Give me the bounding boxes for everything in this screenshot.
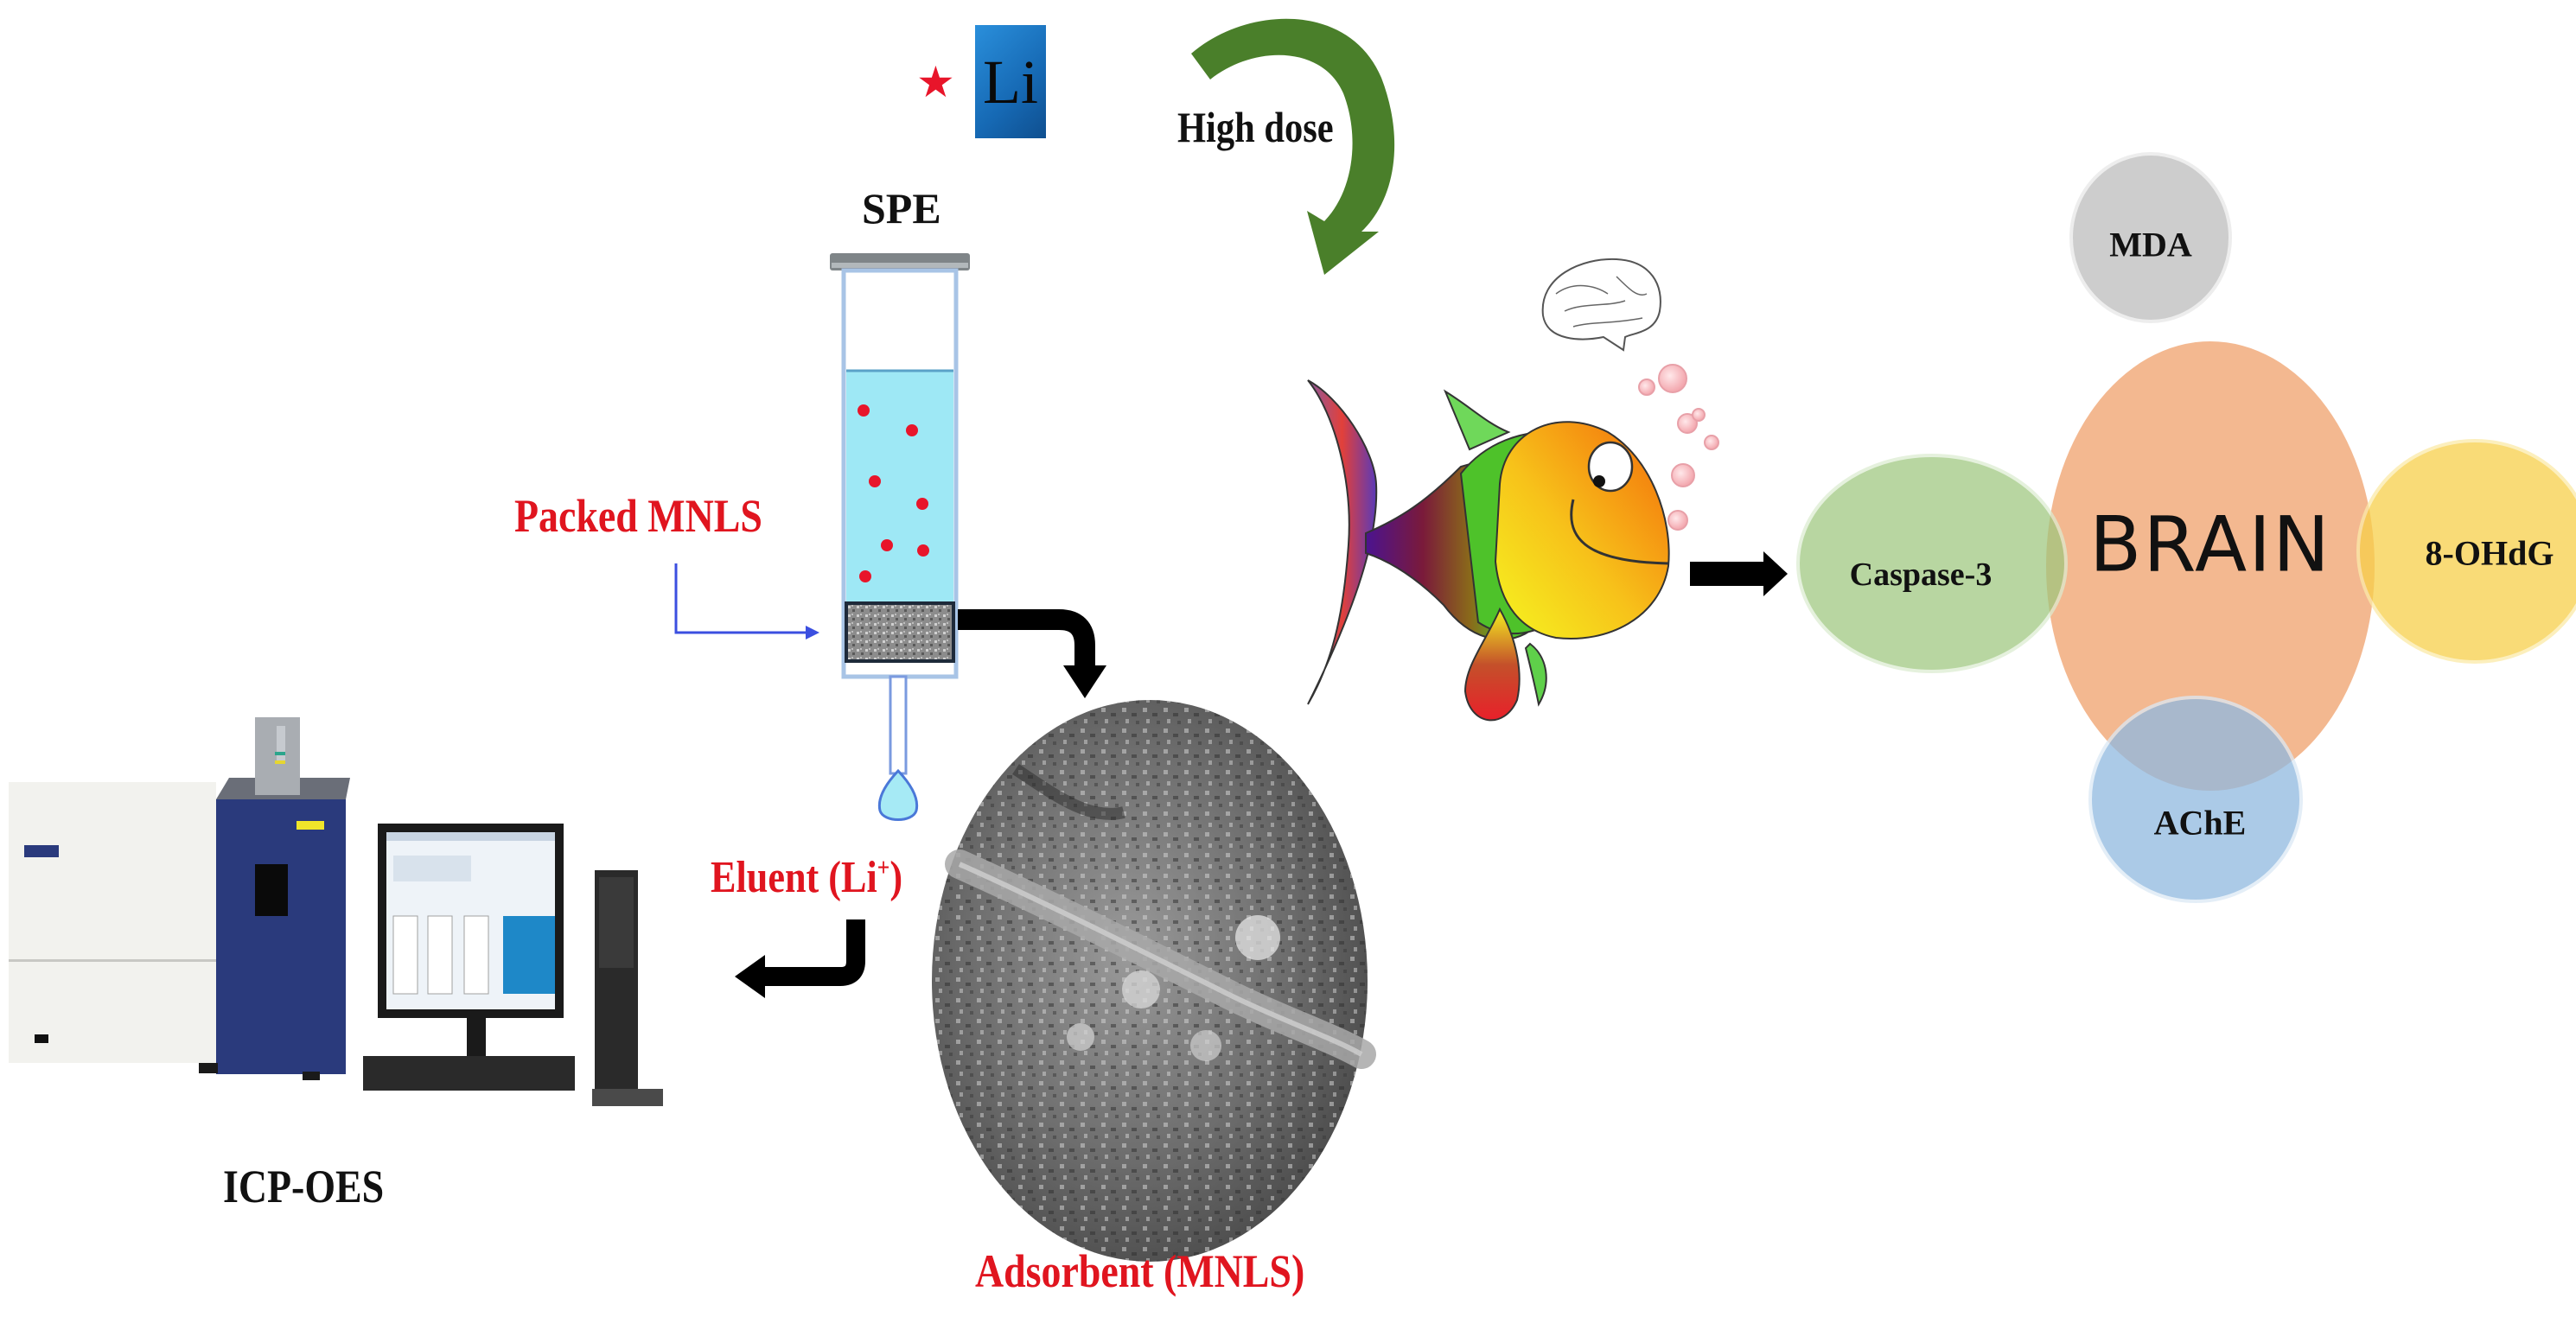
- li-dot: [858, 404, 870, 417]
- ache-ellipse: [2088, 696, 2303, 903]
- brain-center-label: BRAIN: [2089, 499, 2331, 589]
- biomarker-diagram: [1796, 152, 2576, 903]
- fish-icon: [1307, 379, 1670, 722]
- eluent-label-superscript: +: [877, 853, 890, 882]
- li-dot: [881, 539, 893, 551]
- eluent-arrow-icon: [735, 919, 865, 998]
- spe-title: SPE: [862, 184, 941, 232]
- icp-oes-instrument-icon: [9, 717, 350, 1080]
- high-dose-label: High dose: [1177, 103, 1334, 151]
- adsorbent-label: Adsorbent (MNLS): [975, 1245, 1305, 1297]
- high-dose-arrow-icon: [1191, 18, 1395, 275]
- mda-ellipse: [2069, 152, 2232, 323]
- mda-label: MDA: [2109, 225, 2192, 264]
- lithium-symbol: Li: [983, 47, 1038, 117]
- to-brain-arrow-icon: [1690, 551, 1788, 596]
- adsorbent-sem-image: [932, 700, 1376, 1262]
- computer-monitor-icon: [363, 824, 575, 1091]
- bubbles-icon: [1638, 364, 1719, 531]
- star-icon: ★: [916, 58, 955, 106]
- caspase-3-label: Caspase-3: [1849, 557, 1993, 593]
- ache-label: AChE: [2153, 803, 2247, 843]
- eluent-label-close: ): [889, 853, 903, 902]
- 8-ohdg-label: 8-OHdG: [2425, 533, 2554, 573]
- lithium-element-tile: Li: [975, 25, 1046, 138]
- eluent-label-text: Eluent (Li: [711, 853, 877, 902]
- brain-sketch-icon: [1541, 258, 1661, 352]
- analyte-dots: [858, 404, 929, 582]
- brain-ellipse: [2046, 341, 2375, 791]
- icp-oes-label: ICP-OES: [223, 1161, 385, 1212]
- packed-mnls-label: Packed MNLS: [514, 490, 762, 542]
- li-dot: [916, 498, 928, 510]
- li-dot: [859, 570, 871, 582]
- eluent-label: Eluent (Li+): [711, 852, 902, 903]
- ohdg-ellipse: [2356, 439, 2576, 664]
- packed-pointer-arrow-icon: [674, 563, 819, 639]
- to-adsorbent-arrow-icon: [958, 609, 1106, 698]
- caspase-ellipse: [1796, 454, 2068, 673]
- computer-tower-icon: [592, 870, 663, 1106]
- li-dot: [917, 544, 929, 557]
- li-dot: [869, 475, 881, 487]
- spe-column-icon: [830, 253, 970, 821]
- li-dot: [906, 424, 918, 436]
